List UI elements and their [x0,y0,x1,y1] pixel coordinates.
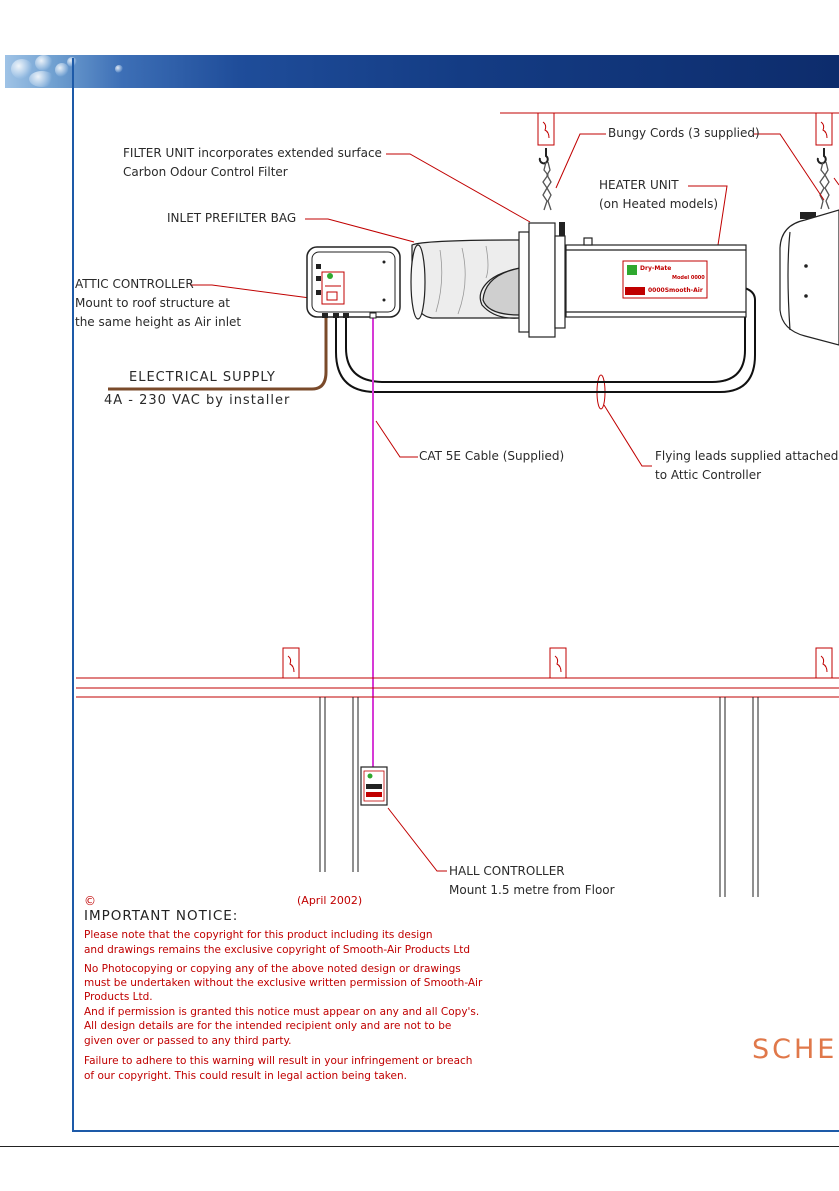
attic-controller-label-line1: ATTIC CONTROLLER [75,277,194,291]
heater-product-label: 0000Smooth-Air [648,287,703,294]
electrical-supply-cable [108,315,328,391]
heater-unit-label: HEATER UNIT (on Heated models) [599,176,718,214]
bungy-cords-label: Bungy Cords (3 supplied) [608,126,760,140]
hall-controller-label: HALL CONTROLLER Mount 1.5 metre from Flo… [449,862,615,900]
electrical-supply-spec: 4A - 230 VAC by installer [104,393,291,408]
hook-icon [538,148,827,165]
frame-bottom-border [72,1130,839,1132]
beam-block [815,112,833,146]
filter-unit-label: FILTER UNIT incorporates extended surfac… [123,144,382,182]
attic-controller-label-line3: the same height as Air inlet [75,315,242,329]
notice-line: and drawings remains the exclusive copyr… [84,944,471,956]
heater-unit-label-line2: (on Heated models) [599,197,719,211]
notice-line: All design details are for the intended … [84,1020,452,1032]
beam-block [282,647,833,679]
notice-line: Failure to adhere to this warning will r… [84,1055,473,1067]
bungy-cord [542,161,830,211]
water-drop-decoration [29,71,55,87]
notice-date: (April 2002) [297,894,363,907]
attic-controller-box [306,246,401,319]
heater-unit-label-line1: HEATER UNIT [599,178,679,192]
header-banner [5,55,839,88]
hall-controller [360,766,388,806]
notice-line: given over or passed to any third party. [84,1035,292,1047]
notice-line: Please note that the copyright for this … [84,929,433,941]
heater-badge [622,260,708,299]
filter-unit-label-line1: FILTER UNIT incorporates extended surfac… [123,146,382,160]
notice-line: And if permission is granted this notice… [84,1006,480,1018]
cord-clip [800,212,816,219]
flying-leads-label-line1: Flying leads supplied attached [655,449,839,463]
water-drop-decoration [55,63,69,77]
cord-clip [559,222,565,242]
copyright-symbol: © [84,894,96,908]
ceiling-joists [76,677,839,698]
flying-leads-label-line2: to Attic Controller [655,468,762,482]
heater-brand-label: Dry-Mate [640,265,672,272]
frame-left-border [72,58,74,1132]
cat5e-label: CAT 5E Cable (Supplied) [419,449,565,463]
hall-controller-label-line1: HALL CONTROLLER [449,864,565,878]
beam-block [537,112,555,146]
notice-line: No Photocopying or copying any of the ab… [84,963,461,975]
schematic-title: SCHEM [752,1034,839,1065]
notice-line: of our copyright. This could result in l… [84,1070,407,1082]
page-footer-rule [0,1146,839,1147]
flying-leads-label: Flying leads supplied attached to Attic … [655,447,838,485]
fan-unit [779,209,839,346]
hall-controller-label-line2: Mount 1.5 metre from Floor [449,883,615,897]
heater-model-label: Model 0000 [672,275,705,281]
leader-lines [190,133,839,872]
water-drop-decoration [35,55,53,71]
inlet-prefilter-bag [410,239,521,320]
inlet-prefilter-label: INLET PREFILTER BAG [167,211,297,225]
water-drop-decoration [115,65,123,73]
electrical-supply-title: ELECTRICAL SUPPLY [129,370,276,385]
notice-line: Products Ltd. [84,991,153,1003]
notice-title: IMPORTANT NOTICE: [84,908,239,924]
notice-line: must be undertaken without the exclusive… [84,977,483,989]
attic-controller-label: ATTIC CONTROLLER Mount to roof structure… [75,275,241,332]
filter-unit-label-line2: Carbon Odour Control Filter [123,165,288,179]
water-drop-decoration [11,59,33,79]
wall-studs [319,697,759,897]
attic-controller-label-line2: Mount to roof structure at [75,296,231,310]
